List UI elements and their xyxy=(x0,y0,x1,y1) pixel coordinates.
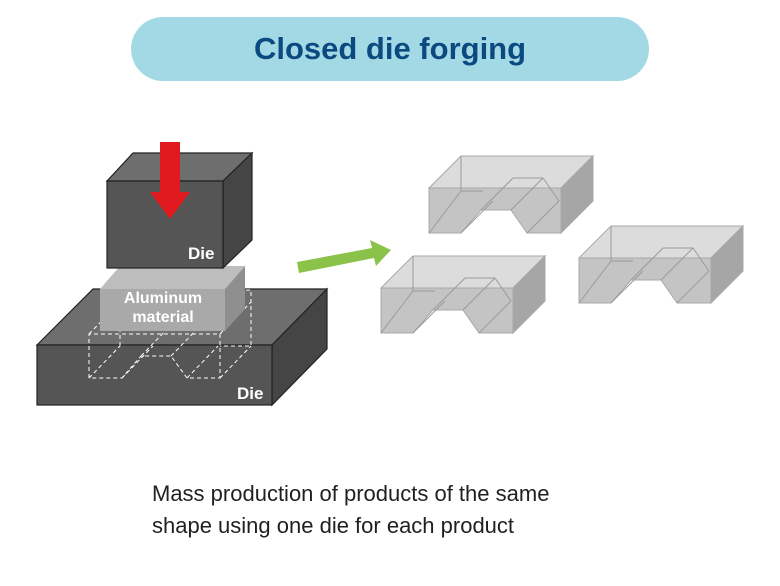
upper-die: Die xyxy=(105,151,254,270)
product-3 xyxy=(577,224,745,305)
press-down-arrow xyxy=(150,142,190,219)
upper-die-label: Die xyxy=(188,244,214,263)
flow-right-arrow xyxy=(297,240,391,273)
lower-die-label: Die xyxy=(237,384,263,403)
product-1 xyxy=(427,154,595,235)
caption-line-1: Mass production of products of the same xyxy=(152,481,550,506)
aluminum-material: Aluminum material xyxy=(100,266,245,331)
product-2 xyxy=(379,254,547,335)
caption-line-2: shape using one die for each product xyxy=(152,513,515,538)
page-title: Closed die forging xyxy=(253,31,527,66)
material-label-line1: Aluminum xyxy=(124,290,202,307)
caption: Mass production of products of the same … xyxy=(152,478,672,542)
title-banner: Closed die forging xyxy=(131,17,649,81)
material-label-line2: material xyxy=(132,309,193,326)
